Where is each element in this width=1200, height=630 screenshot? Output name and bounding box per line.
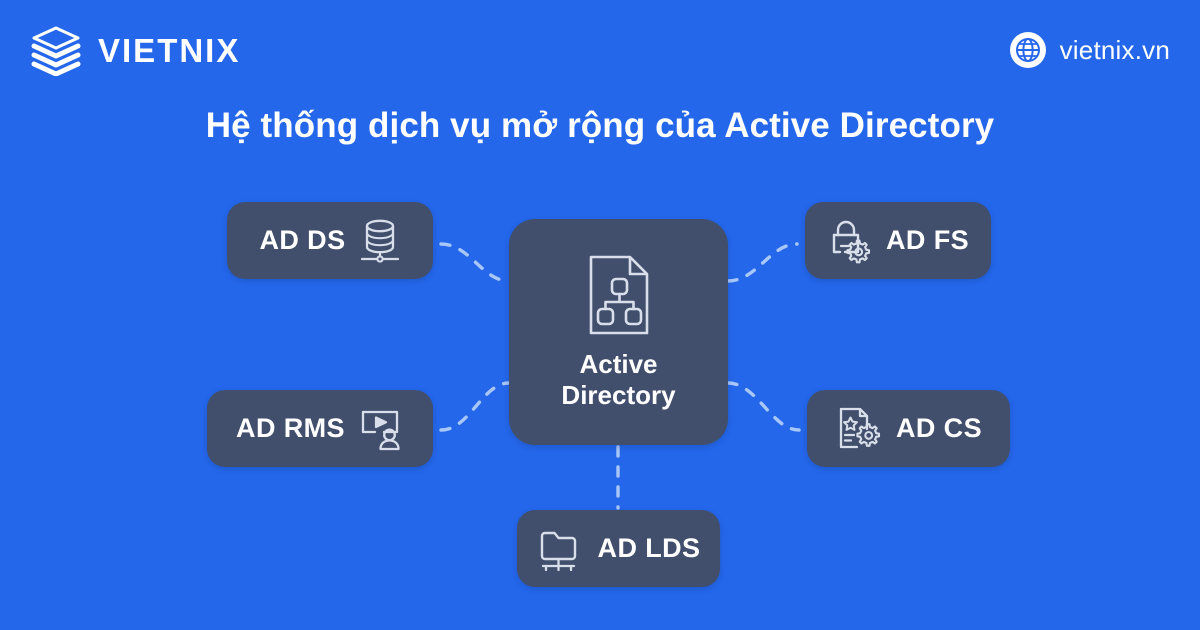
- connector-ad-ds: [439, 242, 511, 283]
- site-url-text: vietnix.vn: [1059, 35, 1170, 65]
- node-active-directory[interactable]: Active Directory: [509, 219, 728, 445]
- globe-icon: [1009, 31, 1047, 69]
- site-url-badge[interactable]: vietnix.vn: [1009, 31, 1170, 69]
- hub-label-line2: Directory: [561, 380, 676, 410]
- node-ad-lds-label: AD LDS: [597, 533, 701, 563]
- node-ad-fs-label: AD FS: [886, 225, 969, 255]
- node-ad-lds[interactable]: AD LDS: [517, 510, 720, 587]
- vietnix-stack-logo-icon: [28, 24, 84, 76]
- screen-play-user-icon: [358, 406, 404, 452]
- brand-logo[interactable]: VIETNIX: [28, 24, 240, 76]
- node-ad-ds[interactable]: AD DS: [227, 202, 433, 279]
- node-ad-cs-label: AD CS: [895, 413, 982, 443]
- hub-label-line1: Active: [579, 349, 658, 380]
- brand-name: VIETNIX: [98, 31, 241, 69]
- lock-gear-icon: [827, 218, 873, 264]
- database-icon: [359, 217, 401, 265]
- page-title: Hệ thống dịch vụ mở rộng của Active Dire…: [205, 106, 995, 145]
- folder-network-icon: [537, 525, 585, 573]
- node-active-directory-label: Active Directory: [561, 349, 675, 410]
- node-ad-fs[interactable]: AD FS: [805, 202, 991, 279]
- certificate-gear-icon: [835, 405, 883, 453]
- connector-ad-fs: [726, 242, 799, 283]
- node-ad-rms-label: AD RMS: [236, 413, 345, 443]
- node-ad-ds-label: AD DS: [259, 225, 346, 255]
- node-ad-cs[interactable]: AD CS: [807, 390, 1010, 467]
- connector-ad-cs: [726, 381, 801, 432]
- node-ad-rms[interactable]: AD RMS: [207, 390, 433, 467]
- page-header: VIETNIX vietnix.vn: [0, 0, 1200, 100]
- connector-ad-rms: [439, 381, 511, 432]
- file-hierarchy-icon: [582, 253, 656, 337]
